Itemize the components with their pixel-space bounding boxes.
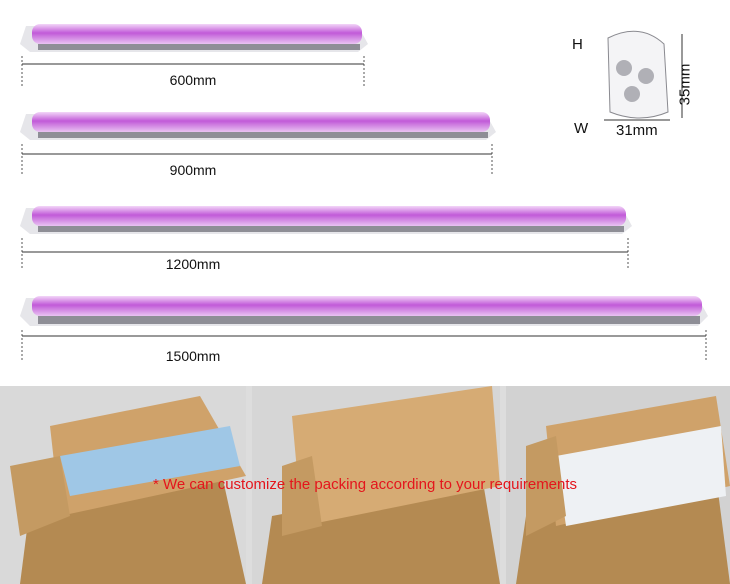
tube-600mm: 600mm — [18, 8, 370, 88]
tube-1200mm-drawing — [20, 206, 632, 270]
profile-width-letter: W — [574, 120, 589, 137]
profile-width-label: 31mm — [616, 122, 658, 139]
profile-height-label: 35mm — [676, 63, 694, 106]
profile-drawing — [604, 30, 683, 121]
packing-photo-2 — [252, 386, 500, 584]
tube-900mm-length-label: 900mm — [169, 162, 217, 178]
packing-photo-3 — [506, 386, 730, 584]
profile-height-letter: H — [572, 36, 583, 53]
tube-1500mm: 1500mm — [18, 290, 718, 370]
tube-900mm-drawing — [20, 112, 496, 176]
tube-600mm-length-label: 600mm — [169, 72, 217, 88]
tube-1500mm-length-label: 1500mm — [165, 348, 221, 364]
tube-1200mm-length-label: 1200mm — [165, 256, 221, 272]
packing-photos — [0, 386, 730, 584]
profile-cross-section: H W 31mm 35mm — [560, 28, 730, 148]
tube-1500mm-drawing — [20, 296, 708, 362]
tube-1200mm: 1200mm — [18, 198, 640, 278]
tube-900mm: 900mm — [18, 104, 500, 184]
packing-photo-1 — [0, 386, 246, 584]
packing-caption: * We can customize the packing according… — [152, 476, 578, 493]
tube-600mm-drawing — [20, 24, 368, 86]
